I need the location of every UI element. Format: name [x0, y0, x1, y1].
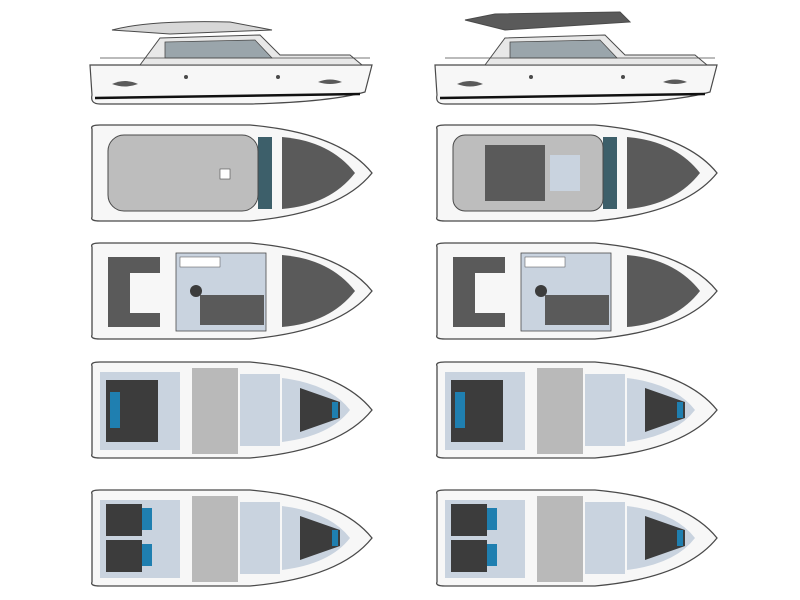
head-compartment: [240, 374, 280, 446]
saloon-sofa: [200, 295, 264, 325]
porthole: [184, 75, 188, 79]
variant-left-column: [89, 21, 373, 587]
hull-window: [663, 79, 687, 84]
lower-deck-plan-b: [436, 489, 718, 587]
pillow: [332, 402, 338, 418]
hull-window: [318, 79, 342, 84]
galley: [179, 256, 221, 268]
roof-hatch: [219, 168, 231, 180]
pillow: [487, 508, 497, 530]
bow-sunpad: [282, 255, 355, 327]
porthole: [276, 75, 280, 79]
helm-chair: [190, 285, 202, 297]
top-deck-plan: [436, 124, 718, 222]
pillow: [455, 392, 465, 428]
windscreen: [258, 137, 272, 209]
pillow: [677, 402, 683, 418]
head-compartment: [585, 374, 625, 446]
pillow: [332, 530, 338, 546]
lower-deck-plan-a: [91, 361, 373, 459]
main-deck-plan: [91, 242, 373, 340]
head-compartment: [585, 502, 625, 574]
hull-window: [457, 81, 483, 87]
hardtop-roof-plan: [107, 134, 259, 212]
bow-sunpad: [282, 137, 355, 209]
lower-deck-plan-b: [91, 489, 373, 587]
hull-window: [112, 81, 138, 87]
pillow: [487, 544, 497, 566]
vip-berth: [300, 388, 340, 432]
helm-chair: [535, 285, 547, 297]
top-deck-plan: [91, 124, 373, 222]
bow-sunpad: [627, 137, 700, 209]
lower-deck-plan-a: [436, 361, 718, 459]
side-profile: [434, 11, 718, 105]
pillow: [677, 530, 683, 546]
saloon-sofa: [545, 295, 609, 325]
porthole: [529, 75, 533, 79]
cockpit-seating: [453, 257, 505, 327]
vip-berth: [645, 516, 685, 560]
variant-right-column: [345, 0, 745, 600]
berth: [106, 540, 142, 572]
galley: [524, 256, 566, 268]
bow-sunpad: [627, 255, 700, 327]
hull-stripe: [94, 92, 361, 100]
hardtop-roof: [111, 21, 273, 35]
flybridge-hardtop: [464, 11, 632, 31]
berth: [106, 504, 142, 536]
cockpit-seating: [108, 257, 160, 327]
berth: [451, 504, 487, 536]
vip-berth: [300, 516, 340, 560]
pillow: [110, 392, 120, 428]
main-deck-plan: [436, 242, 718, 340]
engine-room: [537, 368, 583, 454]
engine-room: [192, 496, 238, 582]
pillow: [142, 508, 152, 530]
flybridge-seating: [485, 145, 545, 201]
hull-stripe: [439, 92, 706, 100]
vip-berth: [645, 388, 685, 432]
pillow: [142, 544, 152, 566]
side-profile: [89, 21, 373, 105]
engine-room: [192, 368, 238, 454]
porthole: [621, 75, 625, 79]
head-compartment: [240, 502, 280, 574]
engine-room: [537, 496, 583, 582]
windscreen: [603, 137, 617, 209]
berth: [451, 540, 487, 572]
helm-station: [550, 155, 580, 191]
